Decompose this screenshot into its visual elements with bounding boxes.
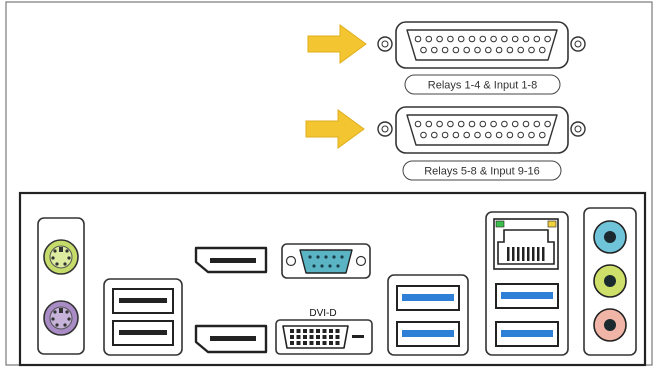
db25-connector-bottom: [377, 106, 586, 154]
db9-serial-port: [281, 243, 371, 279]
usb2-port-block: [103, 278, 183, 356]
usb3-port-block-left: [387, 274, 469, 356]
usb3-port-right-top: [495, 283, 559, 309]
usb3-port-left-top: [396, 285, 460, 311]
audio-line-out-jack: [593, 264, 627, 298]
ps2-keyboard-port: [43, 239, 79, 275]
arrow-top: [307, 24, 367, 64]
audio-jack-block: [583, 207, 637, 356]
ps2-port-block: [37, 217, 85, 355]
connector-label-bottom: Relays 5-8 & Input 9-16: [424, 166, 540, 178]
lan-activity-led: [495, 220, 505, 228]
db25-connector-top: [377, 21, 586, 69]
audio-line-in-jack: [593, 220, 627, 254]
audio-mic-jack: [593, 308, 627, 342]
label-top: Relays 1-4 & Input 1-8: [404, 74, 561, 95]
db25-pins-top: [414, 35, 551, 54]
db25-pins-bottom: [414, 120, 551, 139]
label-bottom: Relays 5-8 & Input 9-16: [402, 160, 562, 181]
displayport-top: [194, 246, 268, 274]
connector-label-top: Relays 1-4 & Input 1-8: [428, 80, 537, 92]
arrow-bottom: [305, 109, 365, 149]
displayport-bottom: [194, 324, 268, 354]
usb3-port-left-bottom: [396, 321, 460, 347]
dvi-label: DVI-D: [309, 308, 336, 319]
usb2-port-bottom: [112, 320, 174, 346]
usb3-port-right-bottom: [495, 321, 559, 347]
usb2-port-top: [112, 288, 174, 314]
rj45-contacts: [507, 247, 545, 261]
dvi-port: DVI-D: [275, 308, 373, 355]
lan-usb3-block: [485, 211, 569, 356]
io-panel: DVI-D: [18, 191, 647, 367]
dvi-pins: [290, 329, 340, 345]
ps2-mouse-port: [43, 300, 79, 336]
lan-speed-led: [547, 220, 557, 228]
ethernet-port: [493, 218, 559, 270]
